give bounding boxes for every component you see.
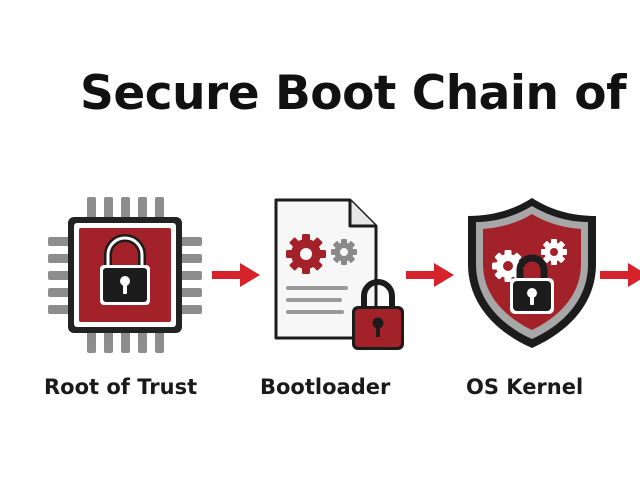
arrow-right-icon xyxy=(212,263,260,287)
step-label-root-of-trust: Root of Trust xyxy=(44,375,198,399)
step-label-bootloader: Bootloader xyxy=(260,375,391,399)
arrow-right-icon xyxy=(406,263,454,287)
shield-gear-lock-icon xyxy=(468,198,596,348)
document-gear-lock-icon xyxy=(274,198,404,350)
step-label-os-kernel: OS Kernel xyxy=(466,375,584,399)
page-title: Secure Boot Chain of xyxy=(80,66,627,121)
arrow-right-icon xyxy=(600,263,640,287)
chip-lock-icon xyxy=(48,197,202,353)
